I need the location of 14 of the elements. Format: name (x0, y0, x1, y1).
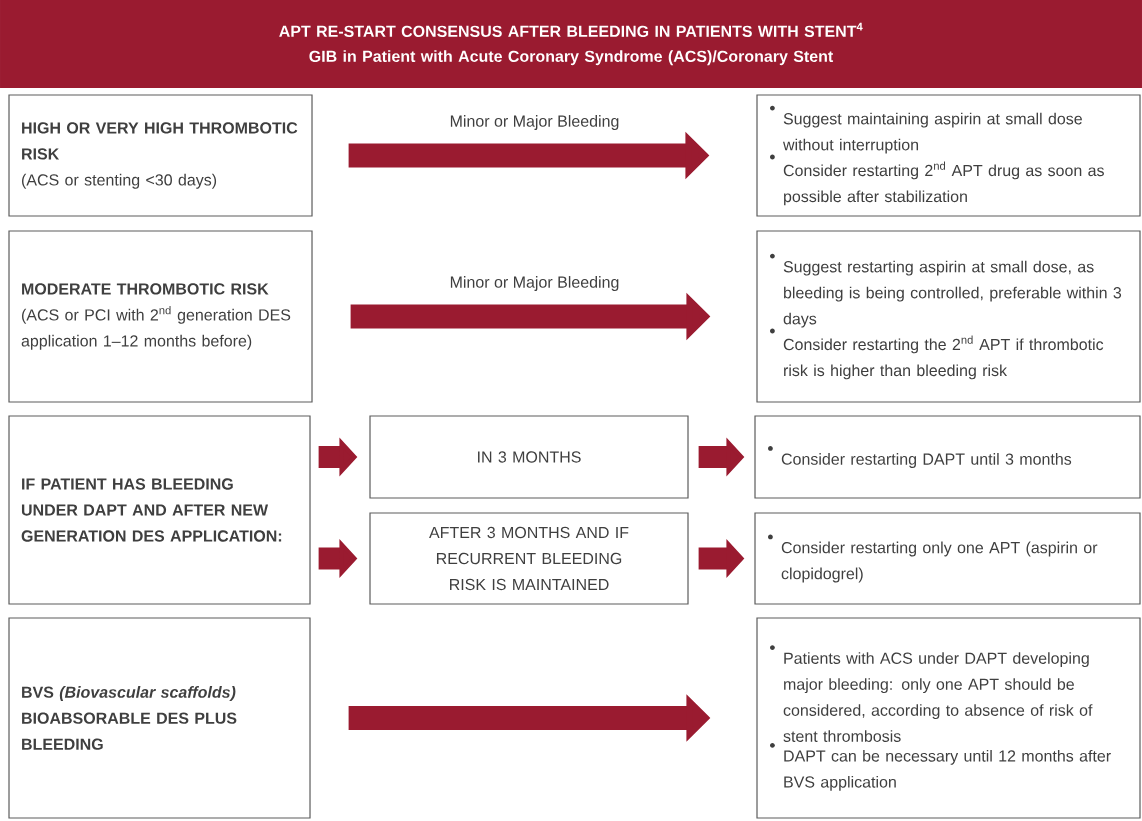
condition-box: AFTER 3 MONTHS AND IF RECURRENT BLEEDING RISK IS MAINTAINED (369, 512, 689, 605)
edge-label: Minor or Major Bleeding (447, 274, 622, 293)
recommendation-box: Patients with ACS under DAPT developing major bleeding: only one APT should be considered, according to absence of risk of stent thrombosis DAPT can be necessary until 12 months after BVS application (756, 617, 1141, 819)
category-box: IF PATIENT HAS BLEEDING UNDER DAPT AND AFTER NEW GENERATION DES APPLICATION: (8, 415, 311, 605)
title-banner: APT RE-START CONSENSUS AFTER BLEEDING IN PATIENTS WITH STENT$^{4}$ GIB in Patient with Acute Coronary Syndrome (ACS)/Coronary Stent (0, 0, 1142, 88)
recommendation-box: Suggest maintaining aspirin at small dose without interruption Consider restarting 2$^{nd}$ APT drug as soon as possible after stabilization (756, 94, 1141, 217)
condition-box: IN 3 MONTHS (369, 415, 689, 499)
category-box: HIGH OR VERY HIGH THROMBOTIC RISK (ACS or stenting <30 days) (8, 94, 313, 217)
recommendation-box: Consider restarting only one APT (aspirin or clopidogrel) (754, 512, 1141, 605)
recommendation-box: Consider restarting DAPT until 3 months (754, 415, 1141, 499)
recommendation-box: Suggest restarting aspirin at small dose, as bleeding is being controlled, preferable within 3 days Consider restarting the 2$^{nd}$ APT if thrombotic risk is higher than bleeding risk (756, 230, 1141, 403)
category-box: BVS (Biovascular scaffolds) BIOABSORABLE DES PLUS BLEEDING (8, 617, 311, 819)
category-box: MODERATE THROMBOTIC RISK (ACS or PCI with 2$^{nd}$ generation DES application 1–12 months before) (8, 230, 313, 403)
edge-label: Minor or Major Bleeding (447, 113, 622, 132)
